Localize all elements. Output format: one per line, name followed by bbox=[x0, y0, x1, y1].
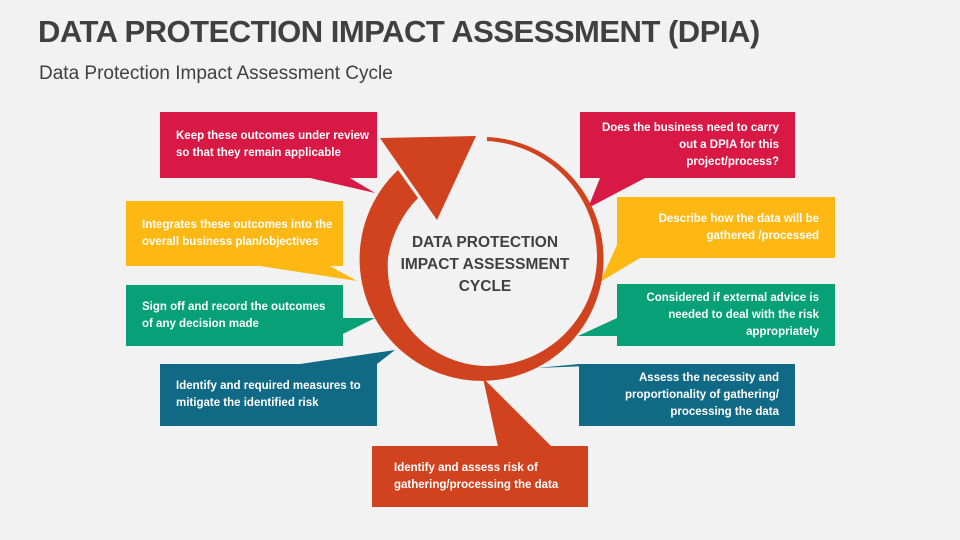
box-step-4 bbox=[579, 364, 795, 426]
step-6-text: Identify and required measures to mitiga… bbox=[176, 380, 361, 409]
cycle-arrowhead bbox=[380, 136, 476, 220]
step-3-text: Considered if external advice is needed … bbox=[646, 291, 819, 338]
box-step-5 bbox=[372, 446, 588, 507]
step-4-text: Assess the necessity and proportionality… bbox=[625, 371, 779, 418]
pointer-step-1 bbox=[588, 178, 645, 208]
step-7: Sign off and record the outcomes of any … bbox=[126, 285, 343, 346]
pointer-step-9 bbox=[310, 178, 375, 193]
box-step-3 bbox=[617, 284, 835, 346]
pointer-step-8 bbox=[260, 266, 357, 281]
box-step-8 bbox=[126, 201, 343, 266]
box-step-6 bbox=[160, 364, 377, 426]
pointer-step-5 bbox=[483, 378, 552, 447]
step-8: Integrates these outcomes into the overa… bbox=[126, 201, 343, 266]
step-1-text: Does the business need to carry out a DP… bbox=[601, 121, 779, 168]
box-step-1 bbox=[580, 112, 795, 178]
page-subtitle: Data Protection Impact Assessment Cycle bbox=[39, 63, 393, 84]
pointer-step-7 bbox=[343, 318, 375, 334]
box-step-7 bbox=[126, 285, 343, 346]
step-7-text: Sign off and record the outcomes of any … bbox=[142, 300, 326, 330]
step-3: Considered if external advice is needed … bbox=[617, 284, 835, 346]
step-1: Does the business need to carry out a DP… bbox=[580, 112, 795, 178]
step-2-text: Describe how the data will be gathered /… bbox=[658, 212, 819, 242]
pointer-step-3 bbox=[578, 318, 617, 336]
step-9: Keep these outcomes under review so that… bbox=[160, 112, 377, 178]
step-5-text: Identify and assess risk of gathering/pr… bbox=[394, 461, 559, 491]
step-4: Assess the necessity and proportionality… bbox=[579, 364, 795, 426]
pointer-step-6 bbox=[300, 350, 395, 364]
box-step-2 bbox=[617, 197, 835, 258]
step-5: Identify and assess risk of gathering/pr… bbox=[372, 446, 588, 507]
step-8-text: Integrates these outcomes into the overa… bbox=[142, 218, 333, 248]
step-6: Identify and required measures to mitiga… bbox=[160, 364, 377, 426]
box-step-9 bbox=[160, 112, 377, 178]
page-title: DATA PROTECTION IMPACT ASSESSMENT (DPIA) bbox=[38, 14, 760, 49]
step-2: Describe how the data will be gathered /… bbox=[617, 197, 835, 258]
cycle-center-label: DATA PROTECTION IMPACT ASSESSMENT CYCLE bbox=[400, 234, 570, 295]
step-9-text: Keep these outcomes under review so that… bbox=[176, 130, 370, 159]
